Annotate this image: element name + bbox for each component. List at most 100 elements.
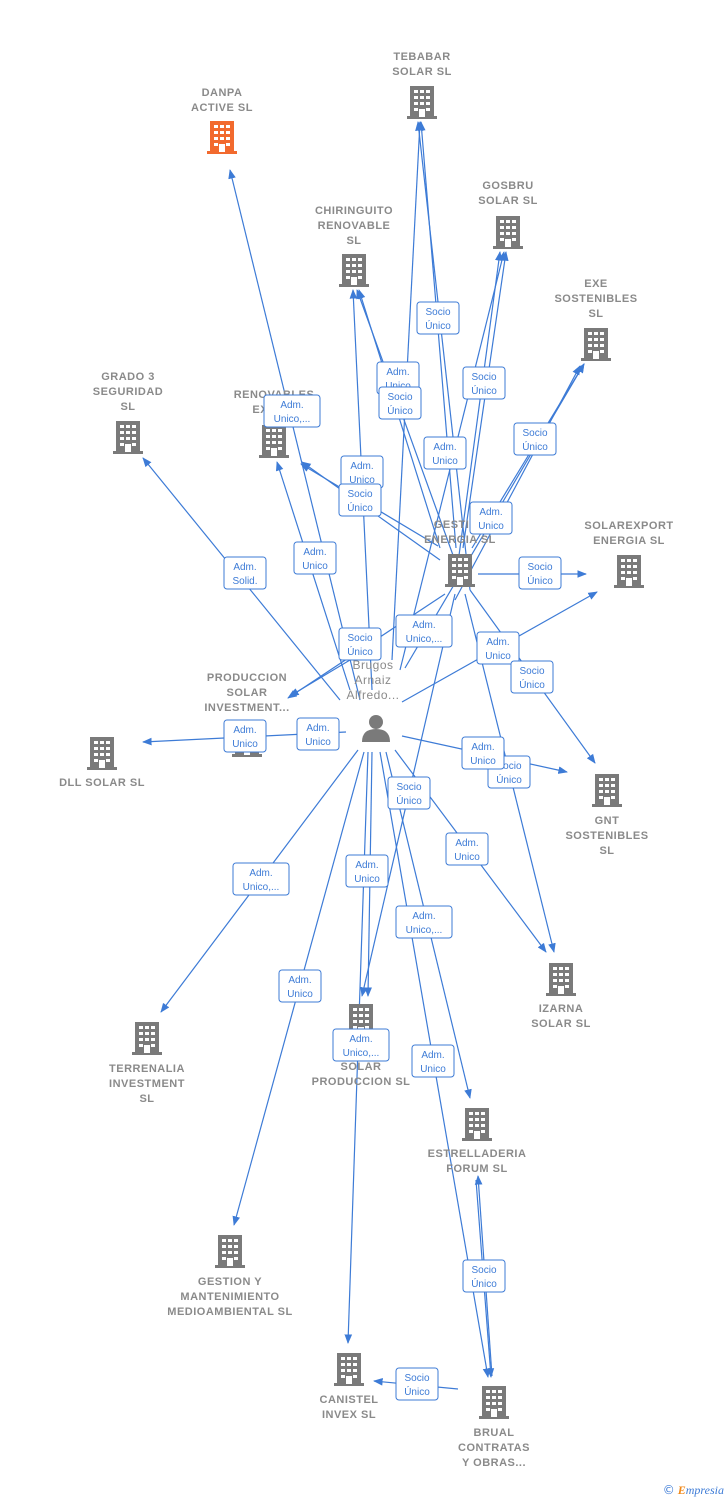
relation-text: Adm. bbox=[355, 860, 378, 871]
person-icon bbox=[362, 715, 390, 742]
relation-text: Unico bbox=[232, 739, 258, 750]
company-name-line: BRUAL bbox=[474, 1427, 515, 1439]
relation-text: Socio bbox=[527, 562, 552, 573]
relation-label-r15[interactable]: Adm.Unico,... bbox=[395, 614, 453, 648]
relation-label-r26[interactable]: Adm.Unico,... bbox=[395, 905, 453, 939]
relation-label-r24[interactable]: Adm.Unico,... bbox=[232, 862, 290, 896]
relation-label-r5[interactable]: Adm.Unico,... bbox=[263, 394, 321, 428]
company-name-line: INVEX SL bbox=[322, 1409, 376, 1421]
company-node-dll[interactable]: DLL SOLAR SL bbox=[59, 737, 145, 789]
relation-text: Socio bbox=[387, 392, 412, 403]
relation-label-r23[interactable]: Adm.Unico bbox=[445, 832, 489, 866]
relation-label-r10[interactable]: Adm.Unico bbox=[469, 501, 513, 535]
company-name-line: SOLAREXPORT bbox=[584, 520, 673, 532]
company-node-produccion[interactable]: PRODUCCIONSOLARINVESTMENT... bbox=[204, 672, 289, 757]
relation-box bbox=[338, 483, 382, 517]
relation-text: Único bbox=[396, 794, 422, 807]
relation-label-r21[interactable]: Adm. Unico bbox=[461, 736, 505, 770]
relation-label-r18[interactable]: Adm.Unico bbox=[296, 717, 340, 751]
relation-label-r16[interactable]: Adm.Unico bbox=[476, 631, 520, 665]
relation-box bbox=[278, 969, 322, 1003]
relation-text: Adm. bbox=[249, 868, 272, 879]
relation-label-r19[interactable]: Adm.Unico bbox=[223, 719, 267, 753]
company-name-line: PRODUCCION bbox=[207, 672, 287, 684]
relation-label-r29[interactable]: Adm.Unico bbox=[411, 1044, 455, 1078]
building-icon bbox=[407, 86, 437, 119]
relation-box bbox=[416, 301, 460, 335]
person-node[interactable]: BrugosArnaizAlfredo... bbox=[346, 658, 399, 742]
relation-text: Unico,... bbox=[406, 925, 443, 936]
relation-label-r28[interactable]: Adm.Unico,... bbox=[332, 1028, 390, 1062]
company-name-line: SL bbox=[139, 1093, 154, 1105]
company-name-line: SL bbox=[346, 235, 361, 247]
company-name-line: ENERGIA SL bbox=[424, 534, 496, 546]
relation-text: Único bbox=[347, 645, 373, 658]
relation-text: Único bbox=[471, 1277, 497, 1290]
company-name-line: INVESTMENT bbox=[109, 1078, 185, 1090]
company-name-line: SL bbox=[588, 308, 603, 320]
company-node-solarexport[interactable]: SOLAREXPORT ENERGIA SL bbox=[584, 520, 673, 588]
relation-label-r11[interactable]: Adm.Solid. bbox=[223, 556, 267, 590]
relation-text: Adm. bbox=[471, 742, 494, 753]
relations-layer: SocioÚnicoSocioÚnicoAdm.UnicoSocioÚnicoA… bbox=[223, 301, 562, 1401]
relation-label-r25[interactable]: Adm.Unico bbox=[345, 854, 389, 888]
relation-label-r6[interactable]: Adm.Unico bbox=[423, 436, 467, 470]
person-name-line: Alfredo... bbox=[346, 688, 399, 702]
building-icon bbox=[87, 737, 117, 770]
relation-box bbox=[263, 394, 321, 428]
relation-text: Único bbox=[496, 773, 522, 786]
company-name-line: TEBABAR bbox=[393, 51, 450, 63]
relation-label-r27[interactable]: Adm.Unico bbox=[278, 969, 322, 1003]
company-name-line: ENERGIA SL bbox=[593, 535, 665, 547]
company-name-line: CHIRINGUITO bbox=[315, 205, 393, 217]
person-name-line: Brugos bbox=[352, 658, 393, 672]
relation-text: Único bbox=[519, 678, 545, 691]
footer-brand[interactable]: ©Empresia bbox=[663, 1483, 724, 1498]
company-name-line: MEDIOAMBIENTAL SL bbox=[167, 1306, 292, 1318]
company-name-line: CANISTEL bbox=[320, 1394, 379, 1406]
company-node-canistel[interactable]: CANISTEL INVEX SL bbox=[320, 1353, 379, 1421]
relation-label-r12[interactable]: Adm.Unico bbox=[293, 541, 337, 575]
relation-label-r8[interactable]: Adm.Unico bbox=[340, 455, 384, 489]
company-name-line: DANPA bbox=[202, 87, 243, 99]
relation-text: Solid. bbox=[232, 576, 257, 587]
relation-box bbox=[461, 736, 505, 770]
relation-box bbox=[395, 614, 453, 648]
relation-text: Unico bbox=[302, 561, 328, 572]
relation-text: Socio bbox=[471, 1265, 496, 1276]
relation-text: Único bbox=[347, 501, 373, 514]
relation-box bbox=[513, 422, 557, 456]
company-name-line: SOLAR bbox=[227, 687, 268, 699]
relation-box bbox=[476, 631, 520, 665]
building-icon bbox=[462, 1108, 492, 1141]
relation-text: Adm. bbox=[386, 367, 409, 378]
building-icon bbox=[207, 121, 237, 154]
relation-box bbox=[387, 776, 431, 810]
relation-text: Unico bbox=[470, 756, 496, 767]
relation-box bbox=[345, 854, 389, 888]
